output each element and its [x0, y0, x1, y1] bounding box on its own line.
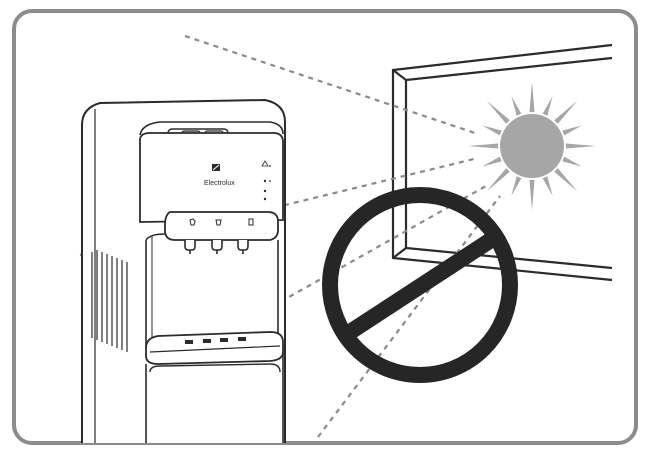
- sun-ray: [565, 143, 596, 149]
- sun-ray: [554, 100, 578, 124]
- sun-ray: [562, 125, 582, 136]
- sun-ray: [542, 96, 553, 116]
- sun-ray: [486, 168, 510, 192]
- brand-label: Electrolux: [204, 180, 235, 187]
- sun-ray: [529, 82, 535, 113]
- sun-ray: [482, 125, 502, 136]
- sun-ray: [468, 143, 499, 149]
- sun-ray: [542, 176, 553, 196]
- sun-ray: [482, 156, 502, 167]
- sun-ray: [511, 176, 522, 196]
- sun-ray: [511, 96, 522, 116]
- brand-logo: Electrolux: [204, 164, 235, 187]
- sun-ray: [486, 100, 510, 124]
- faucets: [184, 240, 249, 254]
- sun-icon: [468, 82, 596, 210]
- sun-ray: [529, 179, 535, 210]
- sun-ray: [554, 168, 578, 192]
- prohibition-icon: [322, 187, 518, 383]
- indicator-lights: [261, 160, 271, 201]
- tap-icons: [189, 218, 254, 226]
- drip-tray: [145, 331, 284, 365]
- sun-ray: [562, 156, 582, 167]
- side-vents: [91, 250, 128, 352]
- water-dispenser: Electrolux: [81, 98, 286, 443]
